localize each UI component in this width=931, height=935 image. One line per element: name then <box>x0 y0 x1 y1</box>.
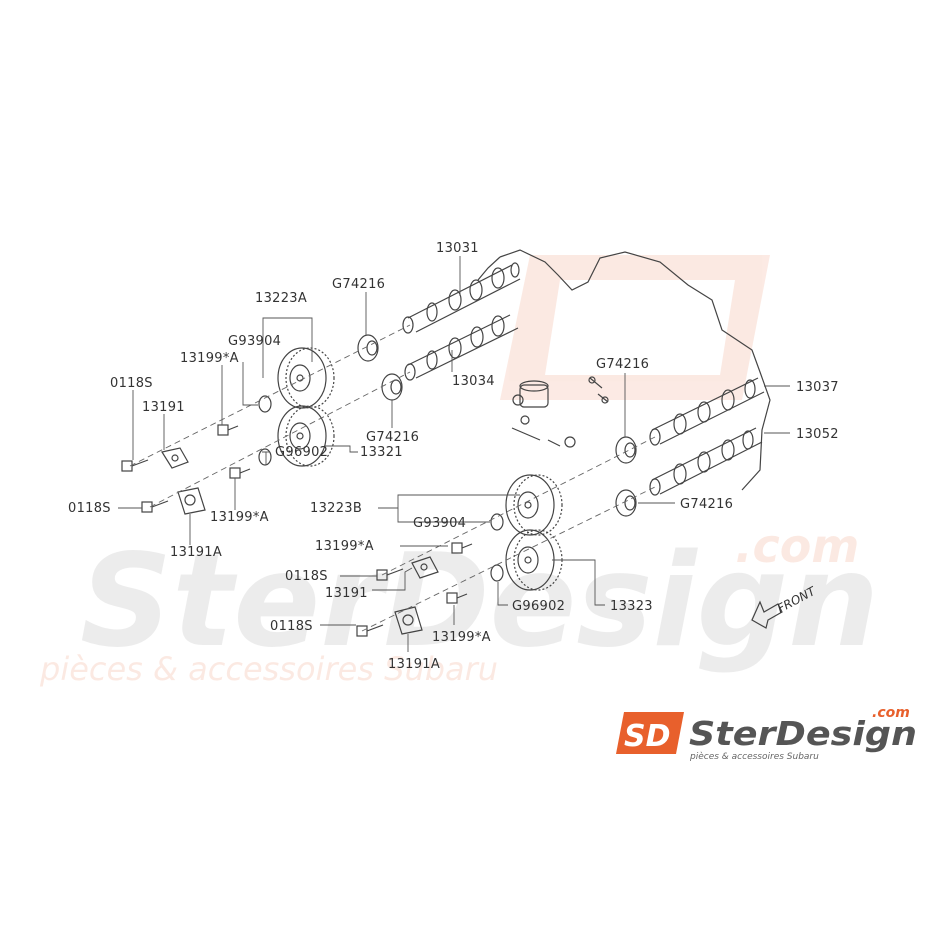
label-13323: 13323 <box>610 599 653 614</box>
label-g74216-right: G74216 <box>596 357 649 372</box>
oil-seal-top <box>357 334 379 362</box>
label-13199a-2: 13199*A <box>210 510 269 525</box>
plug-13199A-1 <box>217 424 239 436</box>
watermark: SterDesign .com pièces & accessoires Sub… <box>39 255 879 688</box>
label-13199a-4: 13199*A <box>432 630 491 645</box>
label-13223b: 13223B <box>310 501 362 516</box>
label-g96902-bottom: G96902 <box>512 599 565 614</box>
camshaft-13052 <box>649 427 763 496</box>
label-g96902-top: G96902 <box>275 445 328 460</box>
plug-13199A-4 <box>446 592 468 604</box>
o-ring-g93904-bottom <box>490 513 504 531</box>
oil-seal-bottom <box>615 489 637 517</box>
plug-13199A-2 <box>229 467 251 479</box>
logo-brand: SterDesign <box>689 714 917 753</box>
label-g74216-mid: G74216 <box>366 430 419 445</box>
o-ring-g93904-top <box>258 395 272 413</box>
label-13223A: 13223A <box>255 291 307 306</box>
label-g93904-top: G93904 <box>228 334 281 349</box>
cam-sprocket-13223A <box>277 347 335 409</box>
bolt-0118S-1 <box>121 459 149 472</box>
label-0118s-4: 0118S <box>270 619 313 634</box>
label-13199a-3: 13199*A <box>315 539 374 554</box>
logo-domain: .com <box>872 705 910 721</box>
bolt-0118S-2 <box>141 500 169 513</box>
plate-13191-2 <box>411 556 439 579</box>
camshaft-13037 <box>649 377 765 446</box>
label-13037: 13037 <box>796 380 839 395</box>
assembly-axes <box>129 324 656 632</box>
watermark-domain: .com <box>735 519 859 573</box>
front-arrow-icon <box>751 600 783 629</box>
label-13191-1: 13191 <box>142 400 185 415</box>
part-labels: 13031 13223A G74216 G93904 13199*A 0118S… <box>68 241 839 672</box>
o-ring-g96902-top <box>258 448 272 466</box>
label-13191-2: 13191 <box>325 586 368 601</box>
label-g74216-top: G74216 <box>332 277 385 292</box>
label-13199a-1: 13199*A <box>180 351 239 366</box>
bolt-0118S-3 <box>376 568 404 581</box>
watermark-tagline: pièces & accessoires Subaru <box>39 650 498 688</box>
logo-emblem <box>616 712 684 754</box>
plate-13191-1 <box>161 447 189 469</box>
label-13321: 13321 <box>360 445 403 460</box>
brand-logo: SD SterDesign .com pièces & accessoires … <box>616 705 917 762</box>
camshaft-13031 <box>402 262 521 334</box>
camshaft-13034 <box>404 314 519 381</box>
bolt-0118S-4 <box>356 624 384 637</box>
cylinder-head-outline <box>477 249 771 491</box>
watermark-emblem <box>500 255 770 400</box>
logo-mark: SD <box>624 719 671 754</box>
label-13034: 13034 <box>452 374 495 389</box>
label-g93904-bottom: G93904 <box>413 516 466 531</box>
label-13191a-1: 13191A <box>170 545 222 560</box>
logo-tagline: pièces & accessoires Subaru <box>689 751 819 762</box>
label-13031: 13031 <box>436 241 479 256</box>
watermark-brand: SterDesign <box>80 527 879 676</box>
label-0118s-1: 0118S <box>110 376 153 391</box>
label-0118s-3: 0118S <box>285 569 328 584</box>
cam-sprocket-13223B <box>505 474 563 536</box>
leader-lines <box>118 256 790 652</box>
label-13191a-2: 13191A <box>388 657 440 672</box>
plug-13199A-3 <box>451 542 473 554</box>
label-g74216-bottom: G74216 <box>680 497 733 512</box>
label-0118s-2: 0118S <box>68 501 111 516</box>
cam-followers <box>511 376 609 448</box>
oil-seal-right <box>615 436 637 464</box>
label-13052: 13052 <box>796 427 839 442</box>
plate-13191A-1 <box>177 487 206 515</box>
